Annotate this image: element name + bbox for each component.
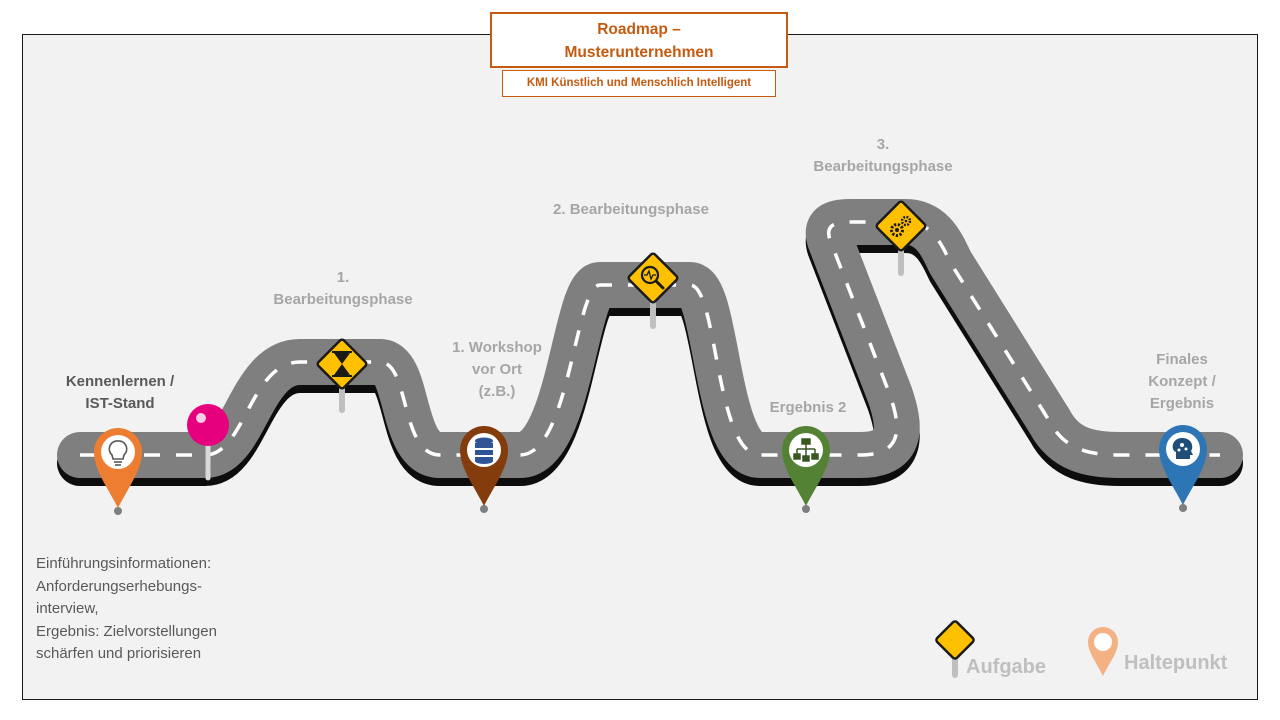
task-sign-phase1	[316, 338, 368, 413]
roadmap-canvas	[22, 34, 1258, 700]
subtitle-box: KMI Künstlich und Menschlich Intelligent	[502, 70, 776, 97]
legend-task-label: Aufgabe	[966, 656, 1046, 678]
task-sign-phase2	[627, 252, 679, 329]
label-phase-2: 2. Bearbeitungsphase	[553, 201, 709, 218]
legend-stop-label: Haltepunkt	[1124, 652, 1228, 674]
label-workshop: 1. Workshop vor Ort (z.B.)	[452, 339, 542, 400]
legend-stop-symbol	[1088, 627, 1118, 676]
title-box: Roadmap – Musterunternehmen	[490, 12, 788, 68]
magnifier-icon	[640, 265, 665, 290]
label-kennenlernen: Kennenlernen / IST-Stand	[65, 373, 175, 412]
task-sign-phase3	[875, 200, 927, 276]
hourglass-icon	[332, 351, 352, 377]
lightbulb-icon	[108, 440, 128, 466]
label-phase-1: 1. Bearbeitungsphase	[273, 269, 413, 308]
title-line-2: Musterunternehmen	[564, 44, 714, 61]
legend-task-symbol	[935, 620, 975, 678]
title-line-1: Roadmap –	[597, 21, 681, 38]
stop-pin-final	[1159, 425, 1207, 512]
stop-pin-kennenlernen	[94, 428, 142, 515]
stop-pin-ergebnis2	[782, 426, 830, 513]
flowchart-icon	[793, 438, 819, 462]
label-ergebnis-2: Ergebnis 2	[769, 399, 847, 416]
database-icon	[475, 437, 493, 464]
gears-icon	[890, 215, 912, 237]
label-final: Finales Konzept / Ergebnis	[1148, 351, 1216, 412]
label-phase-3: 3. Bearbeitungsphase	[813, 136, 953, 175]
stop-pin-workshop	[460, 426, 508, 513]
brain-icon	[1172, 438, 1193, 459]
pushpin-icon	[187, 404, 229, 481]
intro-description: Einführungsinformationen: Anforderungser…	[36, 555, 217, 662]
